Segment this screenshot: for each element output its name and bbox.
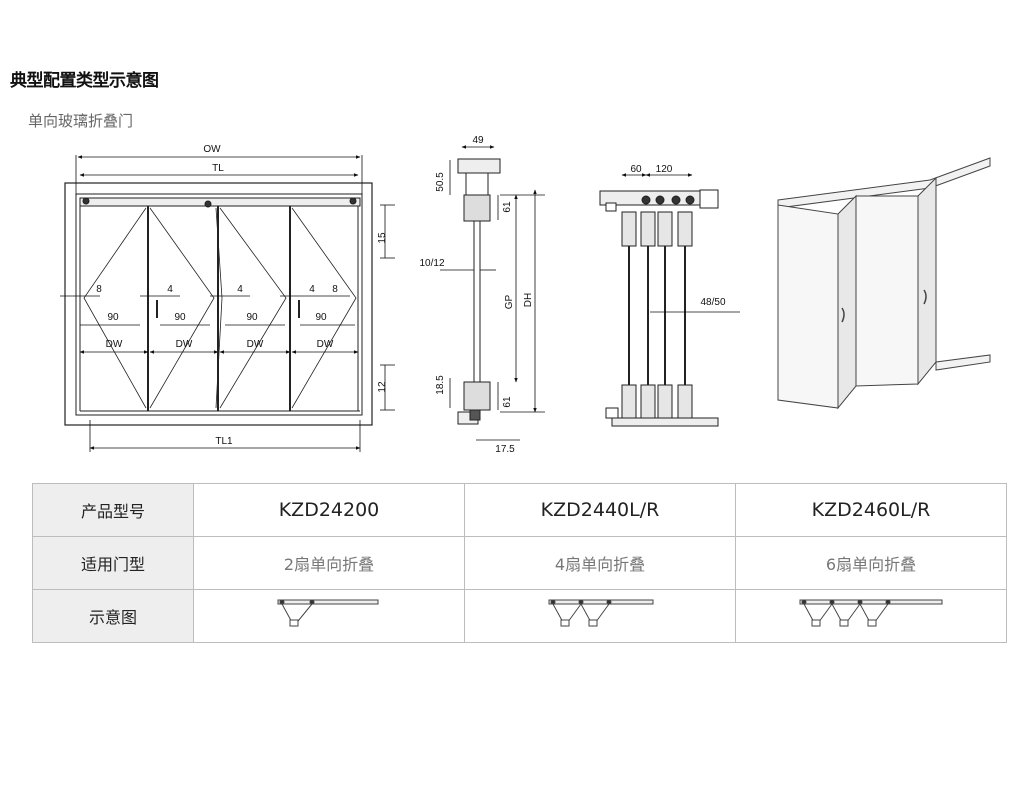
dim-gp: GP (504, 294, 515, 309)
dim-tl1: TL1 (215, 436, 233, 447)
fold-diagram-4-panel (548, 599, 654, 627)
dim-10-12: 10/12 (419, 258, 444, 269)
dim-120: 120 (656, 164, 673, 175)
spec-table: 产品型号 KZD24200 KZD2440L/R KZD2460L/R 适用门型… (32, 483, 1007, 643)
dim-8-right: 8 (332, 284, 338, 295)
dim-4-2: 4 (237, 284, 243, 295)
dim-dh: DH (523, 293, 534, 307)
type-cell-1: 2扇单向折叠 (193, 536, 465, 590)
page-title: 典型配置类型示意图 (10, 71, 159, 91)
table-row: 适用门型 2扇单向折叠 4扇单向折叠 6扇单向折叠 (32, 536, 1007, 590)
perspective-view (777, 157, 991, 410)
section-dimensions (440, 145, 545, 441)
dim-4-1: 4 (167, 284, 173, 295)
dim-12: 12 (377, 381, 388, 393)
dim-49: 49 (472, 135, 484, 146)
fold-diagram-2-panel (277, 599, 379, 627)
dim-dw-4: DW (317, 339, 334, 350)
dim-dw-3: DW (247, 339, 264, 350)
type-cell-3: 6扇单向折叠 (735, 536, 1007, 590)
fold-diagram-cell-1 (193, 589, 465, 643)
dim-18-5: 18.5 (435, 375, 446, 395)
table-row: 产品型号 KZD24200 KZD2440L/R KZD2460L/R (32, 483, 1007, 537)
dim-61-bottom: 61 (502, 396, 513, 408)
track-view (599, 189, 719, 427)
fold-diagram-cell-2 (464, 589, 736, 643)
dim-90-3: 90 (246, 312, 258, 323)
fold-diagram-6-panel (799, 599, 943, 627)
dim-15: 15 (377, 232, 388, 244)
fold-diagram-cell-3 (735, 589, 1007, 643)
row-label-type: 适用门型 (32, 536, 194, 590)
dim-48-50: 48/50 (700, 297, 725, 308)
dim-dw-1: DW (106, 339, 123, 350)
table-row: 示意图 (32, 589, 1007, 643)
dim-8-left: 8 (96, 284, 102, 295)
dim-60: 60 (630, 164, 642, 175)
page-subtitle: 单向玻璃折叠门 (28, 112, 134, 130)
model-cell-2: KZD2440L/R (464, 483, 736, 537)
track-dimensions (621, 173, 740, 313)
row-label-diagram: 示意图 (32, 589, 194, 643)
dim-61-top: 61 (502, 201, 513, 213)
dim-90-4: 90 (315, 312, 327, 323)
row-label-model: 产品型号 (32, 483, 194, 537)
front-dimensions (60, 155, 395, 452)
dim-90-1: 90 (107, 312, 119, 323)
dim-dw-2: DW (176, 339, 193, 350)
dim-90-2: 90 (174, 312, 186, 323)
dim-50-5: 50.5 (435, 172, 446, 192)
type-cell-2: 4扇单向折叠 (464, 536, 736, 590)
model-cell-1: KZD24200 (193, 483, 465, 537)
front-elevation (64, 182, 373, 426)
section-view (457, 158, 501, 425)
technical-drawing: OW TL TL1 DW DW DW DW 90 90 90 90 8 4 4 … (60, 135, 991, 455)
dim-4-3: 4 (309, 284, 315, 295)
model-cell-3: KZD2460L/R (735, 483, 1007, 537)
dim-17-5: 17.5 (495, 444, 515, 455)
dim-tl: TL (212, 163, 224, 174)
dim-ow: OW (203, 144, 221, 155)
